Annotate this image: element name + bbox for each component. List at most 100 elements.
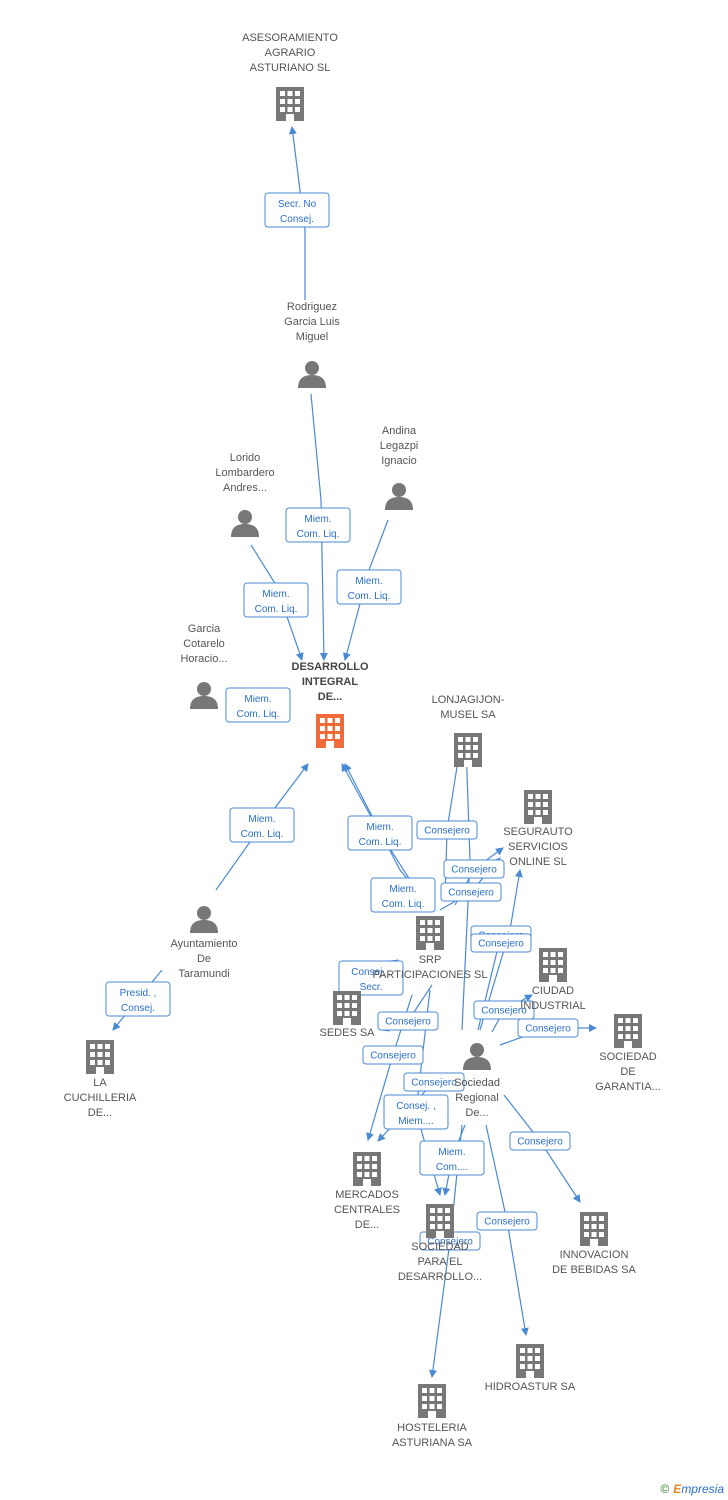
node-lorido[interactable]: LoridoLombarderoAndres... <box>215 452 275 537</box>
node-label: Lorido <box>230 452 261 464</box>
relation-badge[interactable]: Miem.Com. Liq. <box>225 687 291 723</box>
relation-box <box>264 192 330 228</box>
relation-badge[interactable]: Miem.Com. Liq. <box>347 815 413 851</box>
relation-label: Secr. No <box>278 199 317 210</box>
node-label: CIUDAD <box>532 985 574 997</box>
relation-badge[interactable]: Consejero <box>403 1072 465 1092</box>
relation-badge[interactable]: Consejero <box>473 1000 535 1020</box>
relation-badge[interactable]: Consejero <box>443 859 505 879</box>
building-icon <box>86 1040 114 1074</box>
node-sociedad_garantia[interactable]: SOCIEDADDEGARANTIA... <box>595 1014 661 1093</box>
node-ciudad[interactable]: CIUDAD INDUSTRIAL <box>520 948 586 1012</box>
relation-badge[interactable]: Miem.Com. Liq. <box>243 582 309 618</box>
node-label: INDUSTRIAL <box>520 1000 585 1012</box>
relation-label: Com. Liq. <box>241 829 284 840</box>
node-label: GARANTIA... <box>595 1081 660 1093</box>
node-sedes[interactable]: SEDES SA <box>319 991 375 1039</box>
node-desarrollo[interactable]: DESARROLLOINTEGRALDE... <box>292 661 369 748</box>
edge-line <box>310 393 328 661</box>
main-company-icon <box>316 714 344 748</box>
node-label: LA <box>93 1077 107 1089</box>
node-label: INNOVACION <box>560 1249 629 1261</box>
relation-box <box>338 960 404 996</box>
node-label: Legazpi <box>380 440 419 452</box>
node-la_cuchilleria[interactable]: LACUCHILLERIADE... <box>64 1040 137 1119</box>
relation-badge[interactable]: Consejero <box>362 1045 424 1065</box>
relation-label: Consejero <box>427 1237 473 1248</box>
relation-badge[interactable]: Consejero <box>517 1018 579 1038</box>
relation-badge[interactable]: Miem.Com. Liq. <box>336 569 402 605</box>
relation-badge[interactable]: Miem.Com. Liq. <box>229 807 295 843</box>
relation-box <box>347 815 413 851</box>
node-label: ONLINE SL <box>509 856 566 868</box>
node-label: ASTURIANA SA <box>392 1437 473 1449</box>
relation-label: Consejero <box>370 1051 416 1062</box>
relation-badge[interactable]: Presid. ,Consej. <box>105 981 171 1017</box>
relation-label: Com.... <box>436 1162 468 1173</box>
node-mercados[interactable]: MERCADOSCENTRALESDE... <box>334 1152 400 1231</box>
relation-label: Miem. <box>389 884 416 895</box>
building-icon <box>580 1212 608 1246</box>
node-label: SEGURAUTO <box>503 826 573 838</box>
relation-badge[interactable]: Consejero <box>470 933 532 953</box>
relation-badge[interactable]: Consej. ,Secr. <box>338 960 404 996</box>
relation-box <box>377 1011 439 1031</box>
node-garcia[interactable]: GarciaCotareloHoracio... <box>180 623 228 709</box>
relation-badge[interactable]: Consejero <box>509 1131 571 1151</box>
person-icon <box>231 510 259 537</box>
relation-label: Consejero <box>481 1006 527 1017</box>
node-label: Regional <box>455 1092 498 1104</box>
relation-badge[interactable]: Consejero <box>440 882 502 902</box>
relation-box <box>419 1140 485 1176</box>
relation-badge[interactable]: Miem.Com.... <box>419 1140 485 1176</box>
node-label: SEDES SA <box>319 1027 375 1039</box>
relation-box <box>416 820 478 840</box>
node-label: HIDROASTUR SA <box>485 1381 576 1393</box>
node-lonjagijon[interactable]: LONJAGIJON-MUSEL SA <box>432 694 505 767</box>
node-label: Horacio... <box>180 653 227 665</box>
node-label: DE... <box>355 1219 379 1231</box>
relation-box <box>336 569 402 605</box>
node-sociedad_regional[interactable]: SociedadRegionalDe... <box>454 1043 500 1119</box>
node-label: SERVICIOS <box>508 841 568 853</box>
relation-label: Com. Liq. <box>382 899 425 910</box>
relation-badge[interactable]: Miem. Com. Liq. <box>285 507 351 543</box>
relation-box <box>383 1094 449 1130</box>
relation-label: Consejero <box>517 1137 563 1148</box>
relation-badge[interactable]: Consejero <box>476 1211 538 1231</box>
building-icon <box>353 1152 381 1186</box>
node-label: Garcia Luis <box>284 316 340 328</box>
relation-label: Miem. <box>304 514 331 525</box>
relation-label: Consejero <box>525 1024 571 1035</box>
building-icon <box>524 790 552 824</box>
node-label: PARTICIPACIONES SL <box>373 969 488 981</box>
relation-badge[interactable]: Consej. ,Miem.... <box>383 1094 449 1130</box>
empresia-logo[interactable]: ©Empresia <box>660 1482 724 1496</box>
relation-badge[interactable]: Consejero <box>377 1011 439 1031</box>
node-label: Andres... <box>223 482 267 494</box>
relation-label: Com. Liq. <box>297 529 340 540</box>
relation-badge[interactable]: Miem. Com. Liq. <box>370 877 436 913</box>
person-icon <box>385 483 413 510</box>
node-label: ASESORAMIENTO <box>242 32 338 44</box>
relation-box <box>285 507 351 543</box>
relation-label: Consejero <box>385 1017 431 1028</box>
relation-badge[interactable]: Consejero <box>416 820 478 840</box>
node-segurauto[interactable]: SEGURAUTO SERVICIOS ONLINE SL <box>503 790 573 868</box>
relation-box <box>105 981 171 1017</box>
node-label: SOCIEDAD <box>411 1241 469 1253</box>
node-hidroastur[interactable]: HIDROASTUR SA <box>485 1344 576 1393</box>
node-label: DE... <box>88 1107 112 1119</box>
node-label: MUSEL SA <box>440 709 496 721</box>
